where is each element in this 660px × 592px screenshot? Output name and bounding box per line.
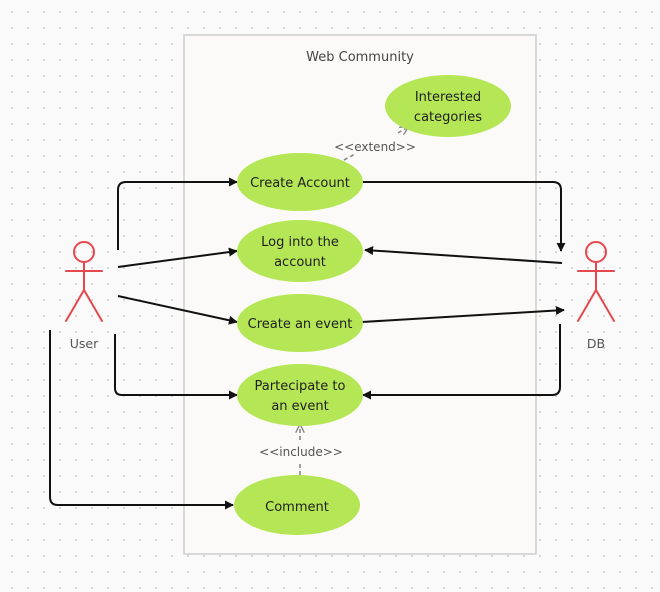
edge-user-login: [117, 247, 238, 268]
stick-figure-icon: [577, 241, 615, 322]
use-case-log-into-account[interactable]: Log into the account: [237, 220, 363, 282]
use-case-label: Create Account: [250, 176, 350, 191]
use-case-create-event[interactable]: Create an event: [237, 294, 363, 352]
edge-db-login: [364, 246, 563, 264]
edge-user-participate: [114, 334, 238, 400]
use-case-label: Partecipate to: [255, 379, 346, 394]
use-case-comment[interactable]: Comment: [234, 475, 360, 535]
use-case-label: Log into the: [261, 235, 339, 250]
use-case-label: account: [274, 255, 326, 270]
edge-user-create-account: [117, 177, 238, 250]
use-case-label: Interested: [415, 90, 481, 105]
use-case-label: an event: [271, 399, 328, 414]
extend-line-lower: [343, 153, 356, 161]
use-case-label: Create an event: [248, 317, 353, 332]
use-case-participate-event[interactable]: Partecipate to an event: [237, 364, 363, 426]
edge-user-create-event: [117, 295, 238, 325]
actor-label: DB: [587, 336, 605, 351]
use-case-create-account[interactable]: Create Account: [237, 153, 363, 211]
include-label: <<include>>: [259, 445, 343, 459]
use-case-interested-categories[interactable]: Interested categories: [385, 75, 511, 137]
edge-create-event-db: [361, 305, 565, 323]
edge-create-account-db: [362, 181, 566, 252]
extend-label: <<extend>>: [334, 140, 416, 154]
actor-user[interactable]: User: [65, 241, 103, 351]
use-case-label: Comment: [265, 500, 329, 515]
use-case-label: categories: [414, 110, 482, 125]
stick-figure-icon: [65, 241, 103, 322]
actor-label: User: [70, 336, 99, 351]
edge-db-participate: [362, 324, 561, 400]
system-title: Web Community: [306, 50, 414, 65]
actor-db[interactable]: DB: [577, 241, 615, 351]
edge-user-comment: [49, 330, 234, 510]
